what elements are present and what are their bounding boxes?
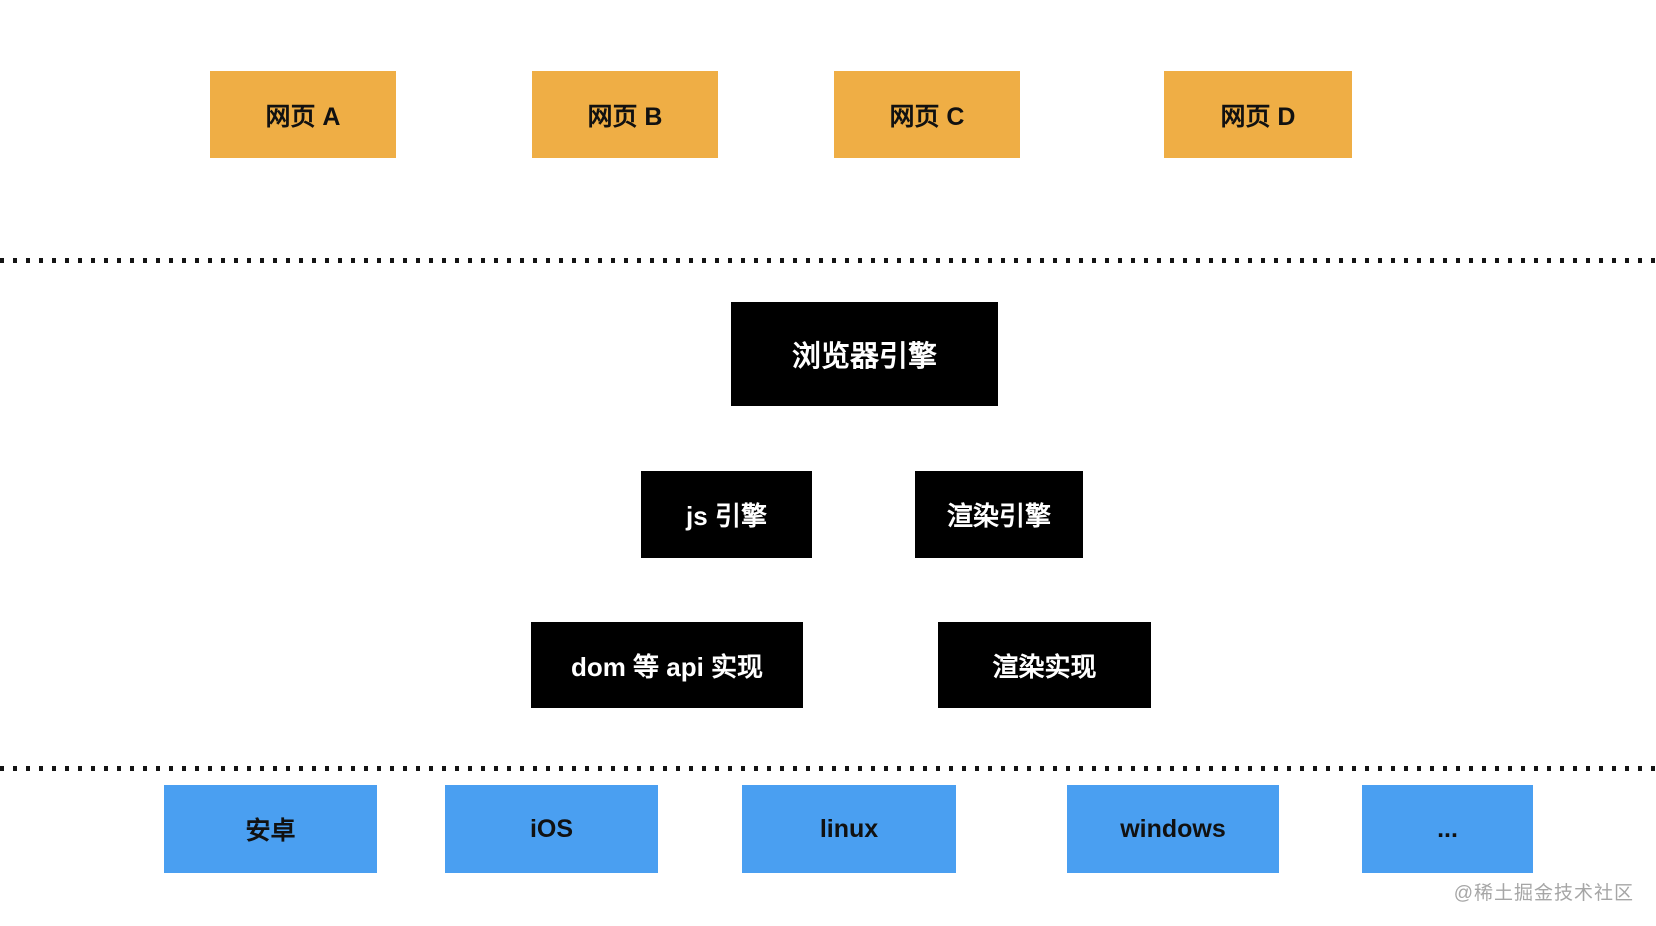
separator-dotted-line-top — [0, 258, 1656, 263]
webpage-d-box: 网页 D — [1164, 71, 1352, 158]
os-linux-box: linux — [742, 785, 956, 873]
webpage-a-box: 网页 A — [210, 71, 396, 158]
webpage-c-box: 网页 C — [834, 71, 1020, 158]
separator-dotted-line-bottom — [0, 766, 1656, 771]
render-engine-box: 渲染引擎 — [915, 471, 1083, 558]
render-impl-box: 渲染实现 — [938, 622, 1151, 708]
dom-api-impl-box: dom 等 api 实现 — [531, 622, 803, 708]
browser-engine-box: 浏览器引擎 — [731, 302, 998, 406]
os-more-box: ... — [1362, 785, 1533, 873]
js-engine-box: js 引擎 — [641, 471, 812, 558]
os-ios-box: iOS — [445, 785, 658, 873]
juejin-watermark: @稀土掘金技术社区 — [1453, 883, 1634, 904]
webpage-b-box: 网页 B — [532, 71, 718, 158]
os-android-box: 安卓 — [164, 785, 377, 873]
os-windows-box: windows — [1067, 785, 1279, 873]
